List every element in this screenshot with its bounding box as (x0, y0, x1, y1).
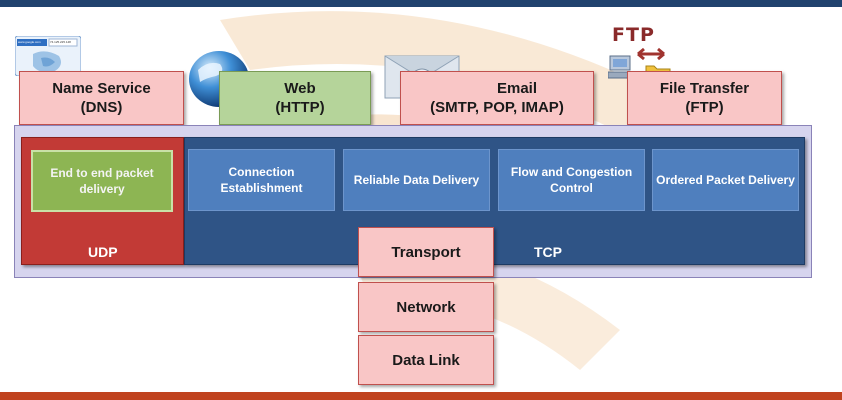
tcp-feature-connection: Connection Establishment (188, 149, 335, 211)
app-protocol: (SMTP, POP, IMAP) (430, 99, 564, 116)
app-name: Name Service (52, 80, 151, 97)
stack-layer-transport: Transport (358, 227, 494, 277)
stack-layer-datalink: Data Link (358, 335, 494, 385)
tcp-panel: Connection Establishment Reliable Data D… (184, 137, 805, 265)
udp-feature: End to end packet delivery (31, 150, 173, 212)
dns-icon-bar-right: 74.125.225.148 (50, 40, 71, 44)
app-protocol: (FTP) (685, 99, 724, 116)
tcp-label: TCP (534, 244, 562, 260)
tcp-feature-reliable: Reliable Data Delivery (343, 149, 490, 211)
app-name: Web (284, 80, 316, 97)
app-box-email: Email (SMTP, POP, IMAP) (400, 71, 594, 125)
app-box-ftp: File Transfer (FTP) (627, 71, 782, 125)
bottom-bar (0, 392, 842, 400)
stack-layer-network: Network (358, 282, 494, 332)
app-protocol: (DNS) (80, 99, 123, 116)
app-protocol: (HTTP) (275, 99, 325, 116)
app-box-web: Web (HTTP) (219, 71, 371, 125)
app-name: File Transfer (659, 80, 750, 97)
dns-icon-bar-left: www.google.com (18, 40, 41, 44)
app-box-dns: Name Service (DNS) (19, 71, 184, 125)
udp-panel: End to end packet delivery UDP (21, 137, 184, 265)
browser-window-icon: www.google.com 74.125.225.148 (14, 35, 82, 77)
app-name: Email (496, 80, 538, 97)
tcp-feature-ordered: Ordered Packet Delivery (652, 149, 799, 211)
udp-label: UDP (88, 244, 118, 260)
ftp-icon-label: FTP (612, 24, 655, 46)
ftp-computer-folder-icon (607, 46, 672, 84)
tcp-feature-flow: Flow and Congestion Control (498, 149, 645, 211)
top-bar (0, 0, 842, 7)
